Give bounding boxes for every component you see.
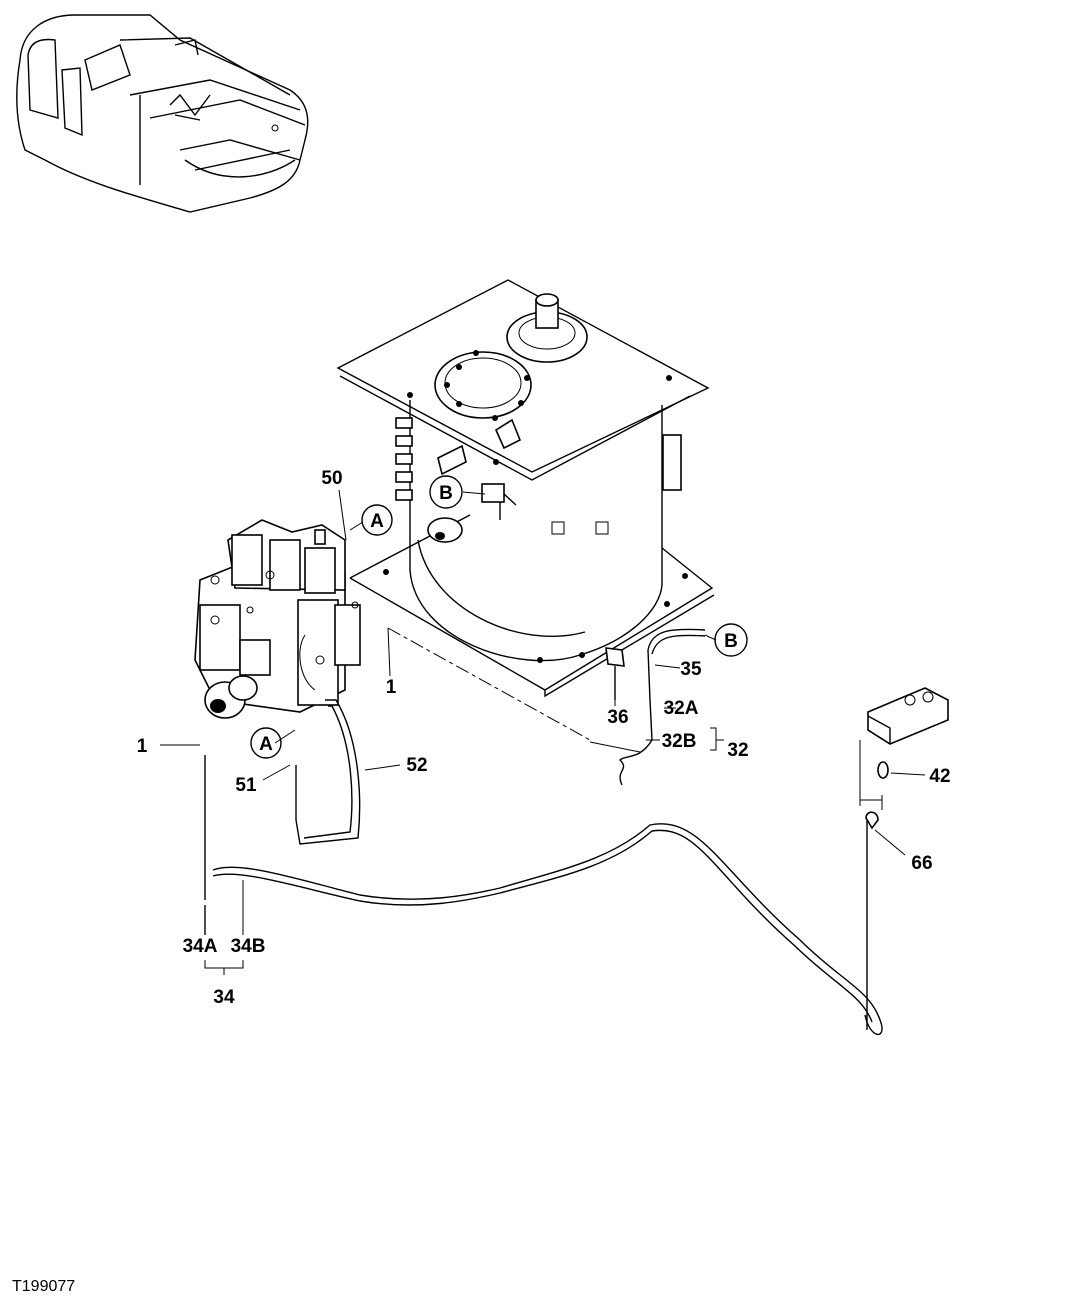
- callout-50: 50: [321, 468, 342, 489]
- callout-labels: 50 1 1 51 52 35 36 32A 32B 32 42 66 34 A …: [137, 468, 951, 1008]
- reference-markers: A A B B: [250, 475, 748, 759]
- ref-circle-b-left: B: [429, 475, 463, 509]
- ref-circle-a-top: A: [361, 504, 393, 536]
- ref-b-left-label: B: [439, 483, 453, 504]
- callout-34b: 34B: [231, 936, 266, 957]
- control-valve-assembly: [194, 519, 361, 719]
- ref-a-top-label: A: [370, 511, 384, 532]
- hydraulic-tank: [336, 279, 715, 698]
- callout-35: 35: [680, 659, 702, 680]
- leader-lines: [160, 489, 926, 975]
- callout-42: 42: [929, 766, 950, 787]
- ref-b-right-label: B: [724, 631, 738, 652]
- tank-side-fittings: [395, 417, 413, 501]
- callout-51: 51: [235, 775, 257, 796]
- ref-circle-a-bottom: A: [250, 727, 282, 759]
- callout-1-left: 1: [137, 736, 148, 757]
- ref-a-bottom-label: A: [259, 734, 273, 755]
- callout-36: 36: [607, 707, 628, 728]
- callout-34a: 34A: [183, 936, 218, 957]
- figure-id: T199077: [12, 1278, 75, 1295]
- callout-34: 34: [213, 987, 235, 1008]
- callout-32a: 32A: [664, 698, 699, 719]
- callout-66: 66: [911, 853, 932, 874]
- ref-circle-b-right: B: [714, 623, 748, 657]
- excavator-locator-illustration: [16, 14, 309, 213]
- callout-52: 52: [406, 755, 427, 776]
- hose-lines: [204, 627, 949, 1036]
- callout-32b: 32B: [662, 731, 697, 752]
- callout-32: 32: [727, 740, 748, 761]
- callout-1-right: 1: [386, 677, 397, 698]
